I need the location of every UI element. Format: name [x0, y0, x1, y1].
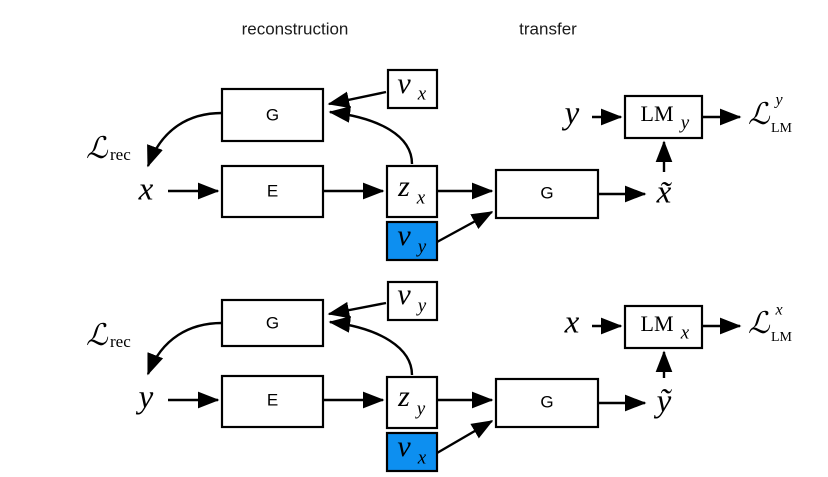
- heading-transfer: transfer: [519, 19, 577, 38]
- bottom-transfer-output-label: ỹ: [654, 384, 673, 420]
- bottom-loss-rec-label: ℒ rec: [86, 319, 131, 352]
- bottom-encoder-box-label: E: [267, 390, 278, 409]
- top-edge-attr-source-to-generator: [327, 90, 387, 109]
- bottom-lm-loss-superscript: x: [774, 302, 782, 319]
- bottom-edge-attr-source-to-generator: [327, 301, 387, 319]
- top-edge-latent-to-generator: [328, 106, 414, 165]
- top-attr-source-label: v: [397, 67, 411, 100]
- bottom-attr-source-box: v y: [386, 278, 439, 322]
- top-input-x-label: x: [138, 172, 154, 208]
- top-attr-target-box-rect: [385, 220, 439, 262]
- bottom-transfer-generator-box-rect: [494, 377, 600, 429]
- bottom-lm-box-subscript: x: [680, 322, 690, 343]
- bottom-edge-generator-to-input: [146, 321, 223, 376]
- top-encoder-box-rect: [220, 164, 325, 219]
- top-lm-loss-subscript: LM: [771, 121, 793, 136]
- bottom-generator-box: G: [220, 298, 325, 348]
- top-encoder-box-label: E: [267, 181, 278, 200]
- bottom-input-y-label: y: [136, 380, 154, 416]
- top-generator-box-label: G: [266, 105, 279, 124]
- bottom-latent-subscript: y: [415, 398, 426, 419]
- top-edge-attr-target-to-transfer-generator: [436, 210, 494, 244]
- top-transfer-generator-box: G: [494, 168, 600, 220]
- bottom-latent-box: z y: [385, 375, 439, 430]
- top-loss-rec-symbol: ℒ: [86, 132, 109, 165]
- top-edge-generator-to-input: [146, 111, 223, 168]
- bottom-generator-box-label: G: [266, 313, 279, 332]
- top-latent-subscript: x: [416, 187, 426, 208]
- bottom-encoder-box-rect: [220, 374, 325, 429]
- top-latent-box-rect: [385, 164, 439, 219]
- bottom-attr-target-box: v x: [385, 430, 439, 473]
- bottom-edge-latent-to-generator: [328, 316, 414, 376]
- top-attr-target-subscript: y: [416, 236, 427, 257]
- bottom-lm-box: LM x: [623, 304, 704, 350]
- top-attr-source-subscript: x: [417, 83, 427, 104]
- top-transfer-generator-box-rect: [494, 168, 600, 220]
- bottom-latent-label: z: [397, 380, 410, 413]
- top-generator-box: G: [220, 87, 325, 143]
- bottom-lm-loss-subscript: LM: [771, 330, 793, 345]
- top-lm-loss-superscript: y: [773, 92, 783, 109]
- top-lm-box: LM y: [623, 94, 704, 140]
- top-transfer-output-label: x̃: [656, 175, 673, 211]
- bottom-attr-target-label: v: [397, 430, 411, 463]
- top-attr-source-box: v x: [386, 67, 439, 110]
- top-attr-target-box: v y: [385, 219, 439, 262]
- top-lm-input-label: y: [562, 96, 580, 132]
- top-lm-loss-label: ℒ y LM: [748, 92, 793, 136]
- bottom-attr-source-label: v: [397, 278, 411, 311]
- top-loss-rec-label: ℒ rec: [86, 132, 131, 165]
- bottom-edge-attr-target-to-transfer-generator: [436, 419, 494, 455]
- top-lm-loss-symbol: ℒ: [748, 98, 771, 131]
- bottom-lm-box-label: LM: [641, 311, 674, 336]
- top-latent-label: z: [397, 170, 410, 203]
- bottom-loss-rec-symbol: ℒ: [86, 319, 109, 352]
- bottom-lm-input-label: x: [564, 305, 580, 341]
- bottom-transfer-generator-box: G: [494, 377, 600, 429]
- top-lm-box-label: LM: [641, 101, 674, 126]
- top-encoder-box: E: [220, 164, 325, 219]
- bottom-attr-target-subscript: x: [417, 447, 427, 468]
- bottom-attr-source-subscript: y: [416, 295, 427, 316]
- bottom-lm-loss-label: ℒ x LM: [748, 302, 793, 345]
- heading-reconstruction: reconstruction: [242, 19, 349, 38]
- bottom-lm-loss-symbol: ℒ: [748, 307, 771, 340]
- top-transfer-generator-box-label: G: [540, 183, 553, 202]
- top-attr-source-box-rect: [386, 68, 439, 110]
- bottom-attr-source-box-rect: [386, 280, 439, 322]
- bottom-transfer-generator-box-label: G: [540, 392, 553, 411]
- bottom-encoder-box: E: [220, 374, 325, 429]
- top-latent-box: z x: [385, 164, 439, 219]
- bottom-generator-box-rect: [220, 298, 325, 348]
- top-loss-rec-subscript: rec: [110, 145, 131, 164]
- top-lm-box-rect: [623, 94, 704, 140]
- top-lm-box-subscript: y: [679, 112, 690, 133]
- bottom-attr-target-box-rect: [385, 431, 439, 473]
- top-attr-target-label: v: [397, 219, 411, 252]
- bottom-loss-rec-subscript: rec: [110, 332, 131, 351]
- top-generator-box-rect: [220, 87, 325, 143]
- bottom-latent-box-rect: [385, 375, 439, 430]
